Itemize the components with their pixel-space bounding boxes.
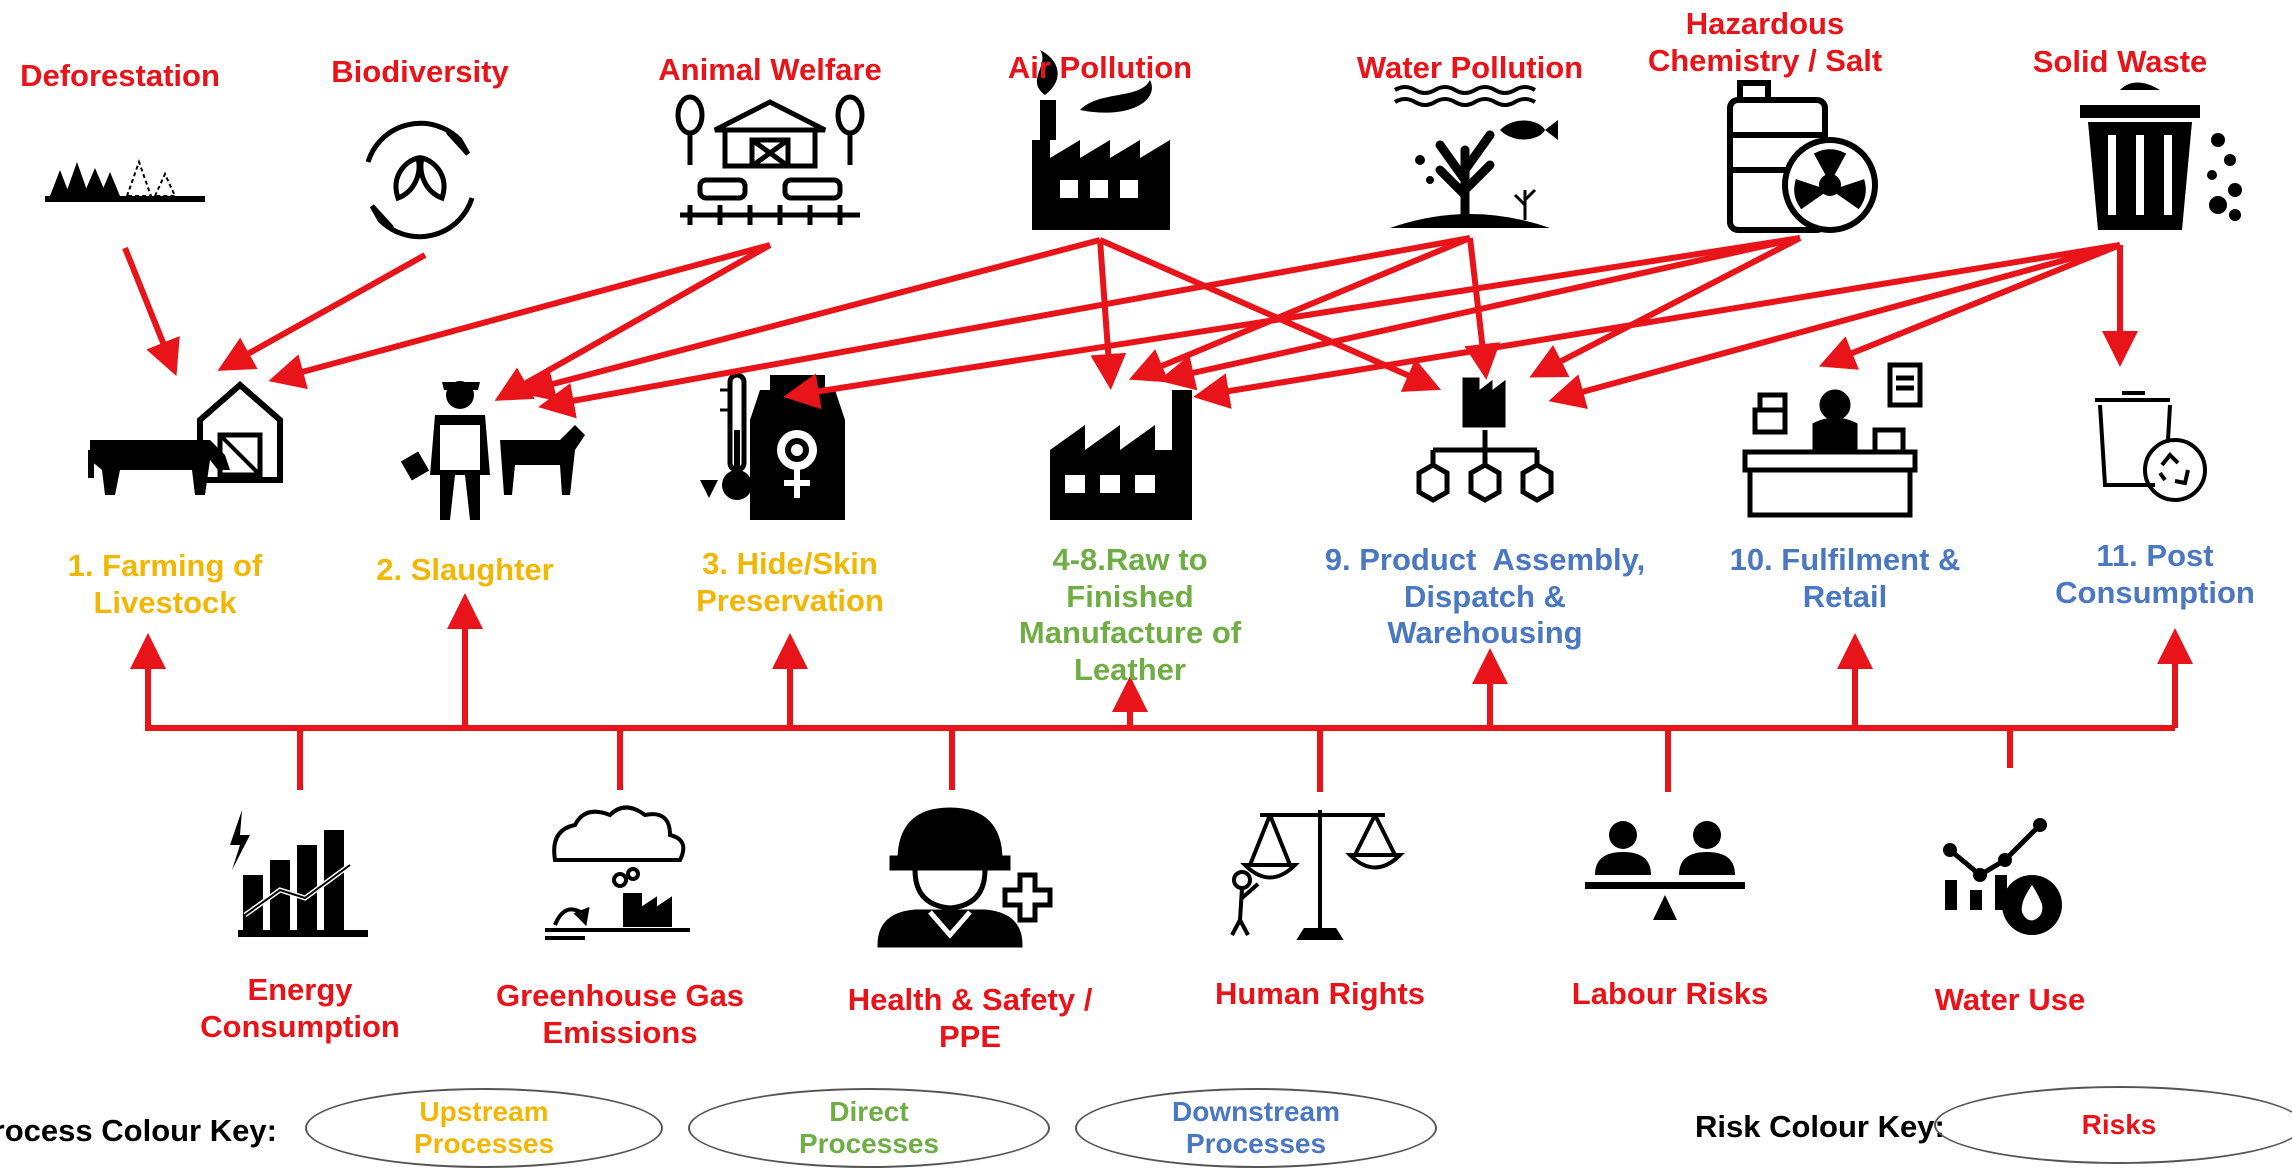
butcher-cow-icon: [400, 381, 585, 520]
process-label-slaughter: 2. Slaughter: [376, 552, 554, 587]
arrow-hazardous-chemistry-to-preservation: [783, 235, 1801, 410]
arrow-hazardous-chemistry-to-manufacture: [1158, 235, 1801, 391]
arrow-air-pollution-to-slaughter: [518, 237, 1101, 402]
arrow-hazardous-chemistry-to-assembly: [1529, 235, 1802, 378]
factory-cloud-icon: [545, 805, 690, 940]
risk-label-animal-welfare: Animal Welfare: [658, 52, 882, 87]
balance-people-icon: [1585, 821, 1745, 920]
hardhat-worker-icon: [877, 807, 1053, 948]
arrow-air-pollution-to-assembly: [1098, 237, 1441, 392]
arrow-solid-waste-to-retail: [1818, 242, 2122, 370]
process-label-preservation: 3. Hide/Skin Preservation: [696, 546, 884, 618]
process-label-manufacture: 4-8.Raw to Finished Manufacture of Leath…: [1018, 542, 1242, 687]
arrow-deforestation-to-farming: [122, 246, 180, 377]
distribution-network-icon: [1416, 377, 1554, 503]
arrow-water-pollution-to-slaughter: [538, 235, 1471, 419]
risk-label-solid-waste: Solid Waste: [2032, 44, 2208, 79]
cashier-counter-icon: [1742, 362, 1923, 518]
energy-chart-icon: [230, 810, 368, 937]
key-downstream: Downstream Processes: [1075, 1088, 1437, 1168]
risk-process-arrows: [122, 235, 2138, 419]
process-label-assembly: 9. Product Assembly, Dispatch & Warehous…: [1324, 542, 1646, 651]
risk-label-hazardous-chemistry: Hazardous Chemistry / Salt: [1647, 6, 1883, 78]
underwater-plant-fish-icon: [1390, 85, 1558, 228]
arrow-water-pollution-to-manufacture: [1128, 235, 1472, 383]
process-label-farming: 1. Farming of Livestock: [67, 548, 263, 620]
process-colour-key-label: Process Colour Key:: [0, 1113, 277, 1148]
justice-scales-icon: [1230, 810, 1405, 940]
forest-icon: [45, 158, 205, 202]
arrow-solid-waste-to-assembly: [1548, 242, 2121, 410]
risk-label-energy: Energy Consumption: [200, 972, 400, 1044]
water-drop-chart-icon: [1943, 818, 2062, 935]
risk-label-ghg: Greenhouse Gas Emissions: [495, 978, 745, 1050]
bottom-connector-bus: [130, 593, 2193, 792]
arrow-biodiversity-to-farming: [217, 252, 427, 371]
leaves-cycle-icon: [365, 120, 475, 240]
risk-label-human-rights: Human Rights: [1214, 976, 1426, 1011]
arrow-animal-welfare-to-farming: [268, 242, 771, 390]
risk-label-water-use: Water Use: [1934, 982, 2086, 1017]
process-label-retail: 10. Fulfilment & Retail: [1729, 542, 1961, 614]
chemical-drum-icon: [1727, 80, 1878, 233]
key-upstream: Upstream Processes: [305, 1088, 663, 1168]
trash-bin-icon: [2080, 82, 2242, 230]
risk-label-air-pollution: Air Pollution: [1007, 50, 1193, 85]
key-risks: Risks: [1934, 1086, 2292, 1164]
arrow-solid-waste-to-manufacture: [1193, 242, 2121, 409]
recycling-bin-icon: [2095, 391, 2207, 502]
risk-label-health: Health & Safety / PPE: [847, 982, 1093, 1054]
key-direct: Direct Processes: [688, 1088, 1050, 1168]
arrow-air-pollution-to-manufacture: [1090, 239, 1127, 390]
cow-barn-icon: [88, 381, 283, 495]
farm-animals-icon: [675, 94, 865, 225]
thermometer-salt-icon: [700, 372, 845, 520]
risk-label-biodiversity: Biodiversity: [331, 54, 509, 89]
risk-label-labour: Labour Risks: [1571, 976, 1769, 1011]
smoking-factory-icon: [1032, 50, 1170, 230]
risk-label-water-pollution: Water Pollution: [1356, 50, 1584, 85]
risk-colour-key-label: Risk Colour Key:: [1695, 1109, 1945, 1144]
arrow-water-pollution-to-assembly: [1464, 237, 1501, 380]
factory-icon: [1050, 390, 1192, 520]
risk-label-deforestation: Deforestation: [20, 58, 220, 93]
process-label-post: 11. Post Consumption: [2055, 538, 2255, 610]
